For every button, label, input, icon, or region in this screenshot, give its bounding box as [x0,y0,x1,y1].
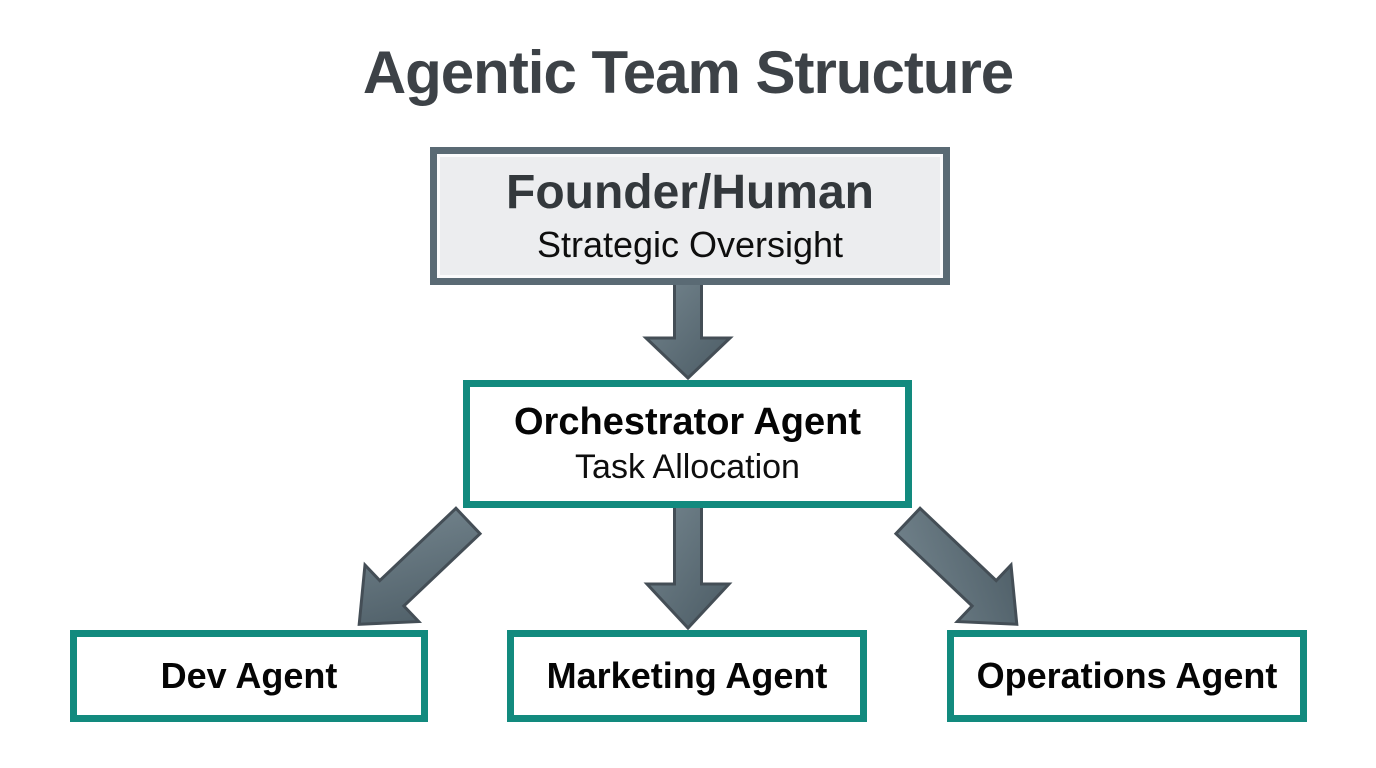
node-marketing-agent: Marketing Agent [507,630,867,722]
arrow-orchestrator-to-operations [893,506,1019,626]
node-dev-agent: Dev Agent [70,630,428,722]
arrow-orchestrator-to-marketing [643,504,733,631]
node-orchestrator-subtitle: Task Allocation [575,447,800,486]
node-marketing-agent-title: Marketing Agent [546,655,828,696]
node-operations-agent-title: Operations Agent [976,655,1278,696]
node-orchestrator-title: Orchestrator Agent [514,401,861,444]
arrow-orchestrator-to-dev [357,506,483,626]
node-dev-agent-title: Dev Agent [160,655,338,696]
arrow-founder-to-orchestrator [642,281,734,381]
node-founder-subtitle: Strategic Oversight [536,224,844,266]
node-founder: Founder/Human Strategic Oversight [430,147,950,285]
diagram-title: Agentic Team Structure [362,39,1014,106]
node-orchestrator: Orchestrator Agent Task Allocation [463,380,912,508]
node-founder-title: Founder/Human [506,166,874,220]
node-operations-agent: Operations Agent [947,630,1307,722]
